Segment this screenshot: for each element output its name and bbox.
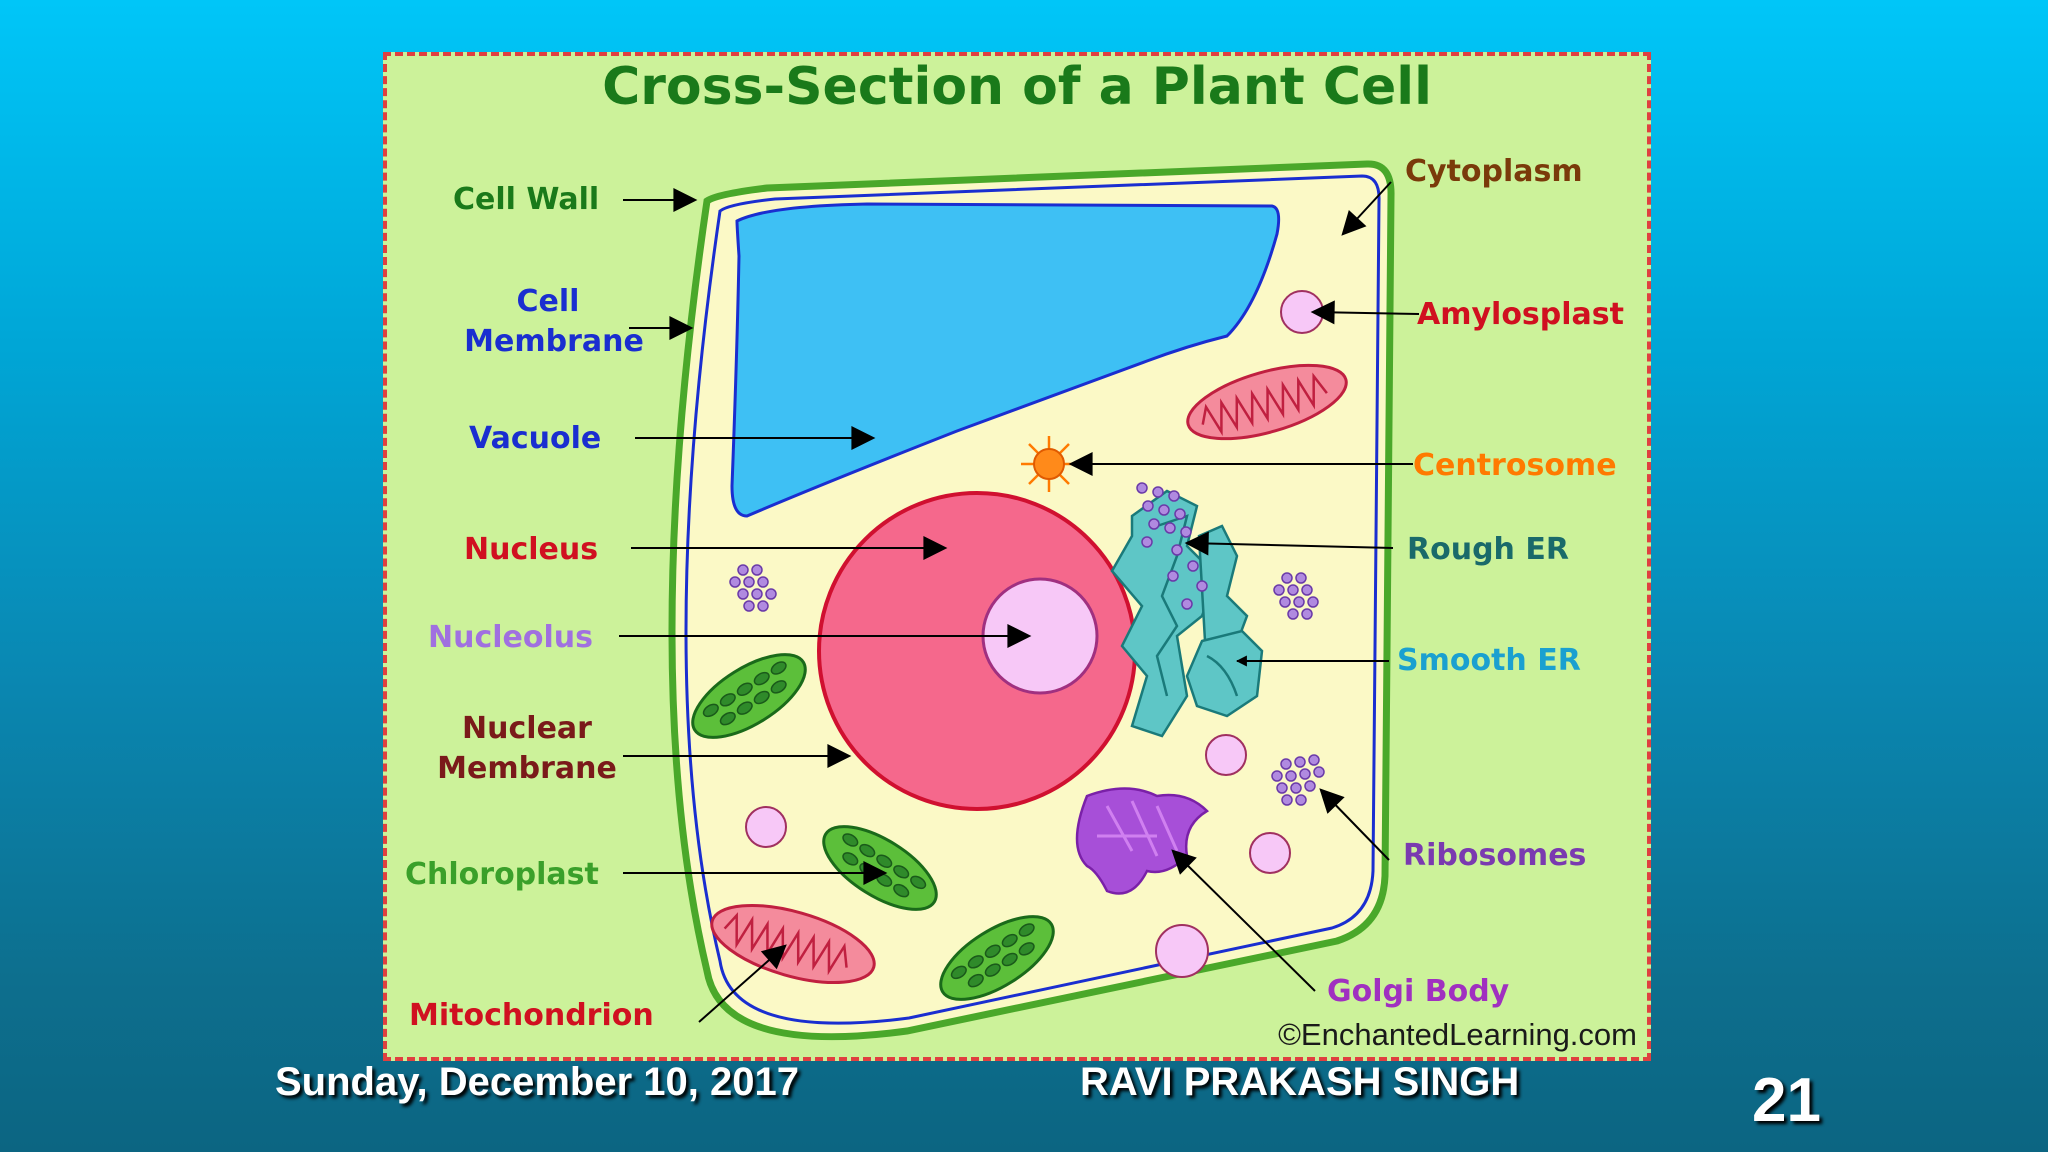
cell-membrane	[684, 174, 1381, 1025]
ribosome-cluster-er	[1136, 482, 1208, 610]
footer-author: RAVI PRAKASH SINGH	[1080, 1060, 1520, 1104]
centrosome	[1021, 436, 1077, 492]
footer-date: Sunday, December 10, 2017	[275, 1060, 799, 1104]
ribosome-cluster-right	[1273, 572, 1319, 620]
vesicle	[1205, 734, 1247, 776]
cytoplasm-leader	[1341, 181, 1392, 236]
label-ribosomes: Ribosomes	[1403, 838, 1586, 873]
plant-cell-diagram: Cross-Section of a Plant Cell	[405, 57, 1637, 1052]
ribosome-cluster-lower	[1271, 754, 1325, 806]
label-golgi-body: Golgi Body	[1327, 974, 1510, 1009]
label-rough-er: Rough ER	[1407, 532, 1569, 567]
mitochondrion-upper	[1186, 363, 1348, 441]
label-nuclear-membrane-line1: Nuclear	[462, 711, 592, 746]
label-nuclear-membrane-line2: Membrane	[437, 751, 617, 786]
ribosomes-leader	[1319, 788, 1390, 861]
label-cell-membrane-line1: Cell	[517, 284, 580, 319]
rough-er-leader	[1184, 531, 1394, 556]
label-chloroplast: Chloroplast	[405, 857, 599, 892]
label-nucleus: Nucleus	[464, 532, 598, 567]
mitochondrion-leader	[698, 944, 787, 1023]
mitochondrion-lower	[710, 903, 876, 985]
label-vacuole: Vacuole	[469, 421, 601, 456]
label-nucleolus: Nucleolus	[428, 620, 593, 655]
label-mitochondrion: Mitochondrion	[409, 998, 654, 1033]
diagram-title: Cross-Section of a Plant Cell	[602, 57, 1432, 117]
label-centrosome: Centrosome	[1413, 448, 1617, 483]
label-amylosplast: Amylosplast	[1417, 297, 1624, 332]
credit-text: ©EnchantedLearning.com	[1278, 1017, 1637, 1052]
vesicle	[745, 806, 787, 848]
label-cytoplasm: Cytoplasm	[1405, 154, 1583, 189]
vesicle	[1155, 924, 1209, 978]
vesicle	[1249, 832, 1291, 874]
chloroplast-bottom	[939, 915, 1055, 1001]
golgi-body	[1075, 787, 1210, 895]
smooth-er	[1185, 629, 1264, 718]
label-smooth-er: Smooth ER	[1397, 643, 1581, 678]
slide-number: 21	[1752, 1066, 1821, 1135]
ribosome-cluster-left	[729, 564, 777, 612]
amylosplast-leader	[1310, 300, 1420, 325]
chloroplast-left	[691, 653, 807, 739]
label-cell-membrane-line2: Membrane	[464, 324, 644, 359]
label-cell-wall: Cell Wall	[453, 182, 599, 217]
golgi-body-leader	[1171, 849, 1316, 992]
cell-diagram-panel: Cross-Section of a Plant Cell	[383, 52, 1651, 1061]
